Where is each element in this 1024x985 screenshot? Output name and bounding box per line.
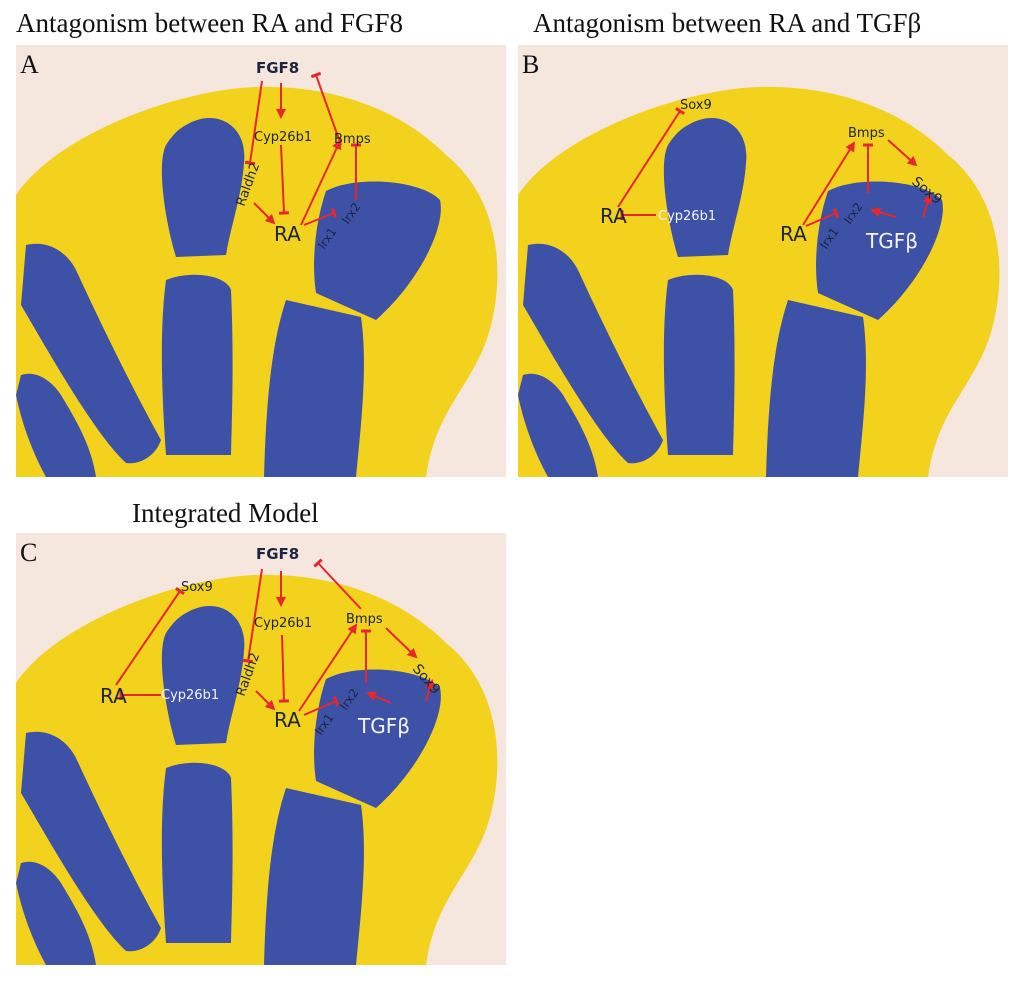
- digit: [314, 669, 441, 808]
- ra-label: RA: [274, 222, 301, 246]
- ra-label: RA: [274, 708, 301, 732]
- cyp26b1-label: Cyp26b1: [254, 616, 312, 631]
- ra-left-label: RA: [600, 204, 627, 228]
- digit: [21, 243, 161, 464]
- digit: [21, 731, 161, 952]
- panel-c-title: Integrated Model: [132, 498, 319, 528]
- cyp26b1-label: Cyp26b1: [254, 130, 312, 145]
- digit: [314, 181, 441, 320]
- fgf8-label: FGF8: [256, 59, 299, 77]
- digit: [264, 788, 364, 965]
- panel-c-diagram: FGF8 Sox9 Cyp26b1 Raldh2 Bmps RA Cyp26b1…: [16, 533, 506, 965]
- panel-a-title: Antagonism between RA and FGF8: [16, 8, 403, 38]
- panel-b-letter: B: [522, 50, 540, 79]
- tgfb-label: TGFβ: [357, 714, 410, 738]
- ra-left-label: RA: [100, 684, 127, 708]
- digit: [663, 117, 747, 257]
- digit: [523, 243, 663, 464]
- panel-a-letter: A: [20, 50, 39, 79]
- digit: [766, 300, 866, 477]
- limb-bud: [16, 574, 498, 965]
- digit: [161, 117, 245, 257]
- bmps-label: Bmps: [848, 126, 885, 141]
- digit: [16, 861, 96, 965]
- fgf8-label: FGF8: [256, 545, 299, 563]
- limb-bud: [518, 86, 1000, 477]
- limb-bud: [16, 86, 498, 477]
- digit: [161, 762, 233, 943]
- ra-label: RA: [780, 222, 807, 246]
- bmps-label: Bmps: [346, 612, 383, 627]
- digit: [816, 181, 943, 320]
- panel-b-title: Antagonism between RA and TGFβ: [533, 8, 922, 38]
- digit: [518, 373, 598, 477]
- panel-b-diagram: Sox9 Cyp26b1 RA Bmps Sox9 RA Irx1 Irx2 T…: [518, 45, 1008, 477]
- sox9-label: Sox9: [181, 580, 213, 595]
- cyp26b1-label: Cyp26b1: [658, 209, 716, 224]
- cyp26b1-left-label: Cyp26b1: [161, 688, 219, 703]
- bmps-label: Bmps: [334, 132, 371, 147]
- tgfb-label: TGFβ: [865, 229, 918, 253]
- sox9-label: Sox9: [680, 98, 712, 113]
- digit: [161, 274, 233, 455]
- digit: [16, 373, 96, 477]
- panel-a-diagram: FGF8 Cyp26b1 Bmps Raldh2 RA Irx1 Irx2: [16, 45, 506, 477]
- digit: [663, 274, 735, 455]
- panel-c-letter: C: [20, 538, 38, 567]
- digit: [161, 605, 245, 745]
- digit: [264, 300, 364, 477]
